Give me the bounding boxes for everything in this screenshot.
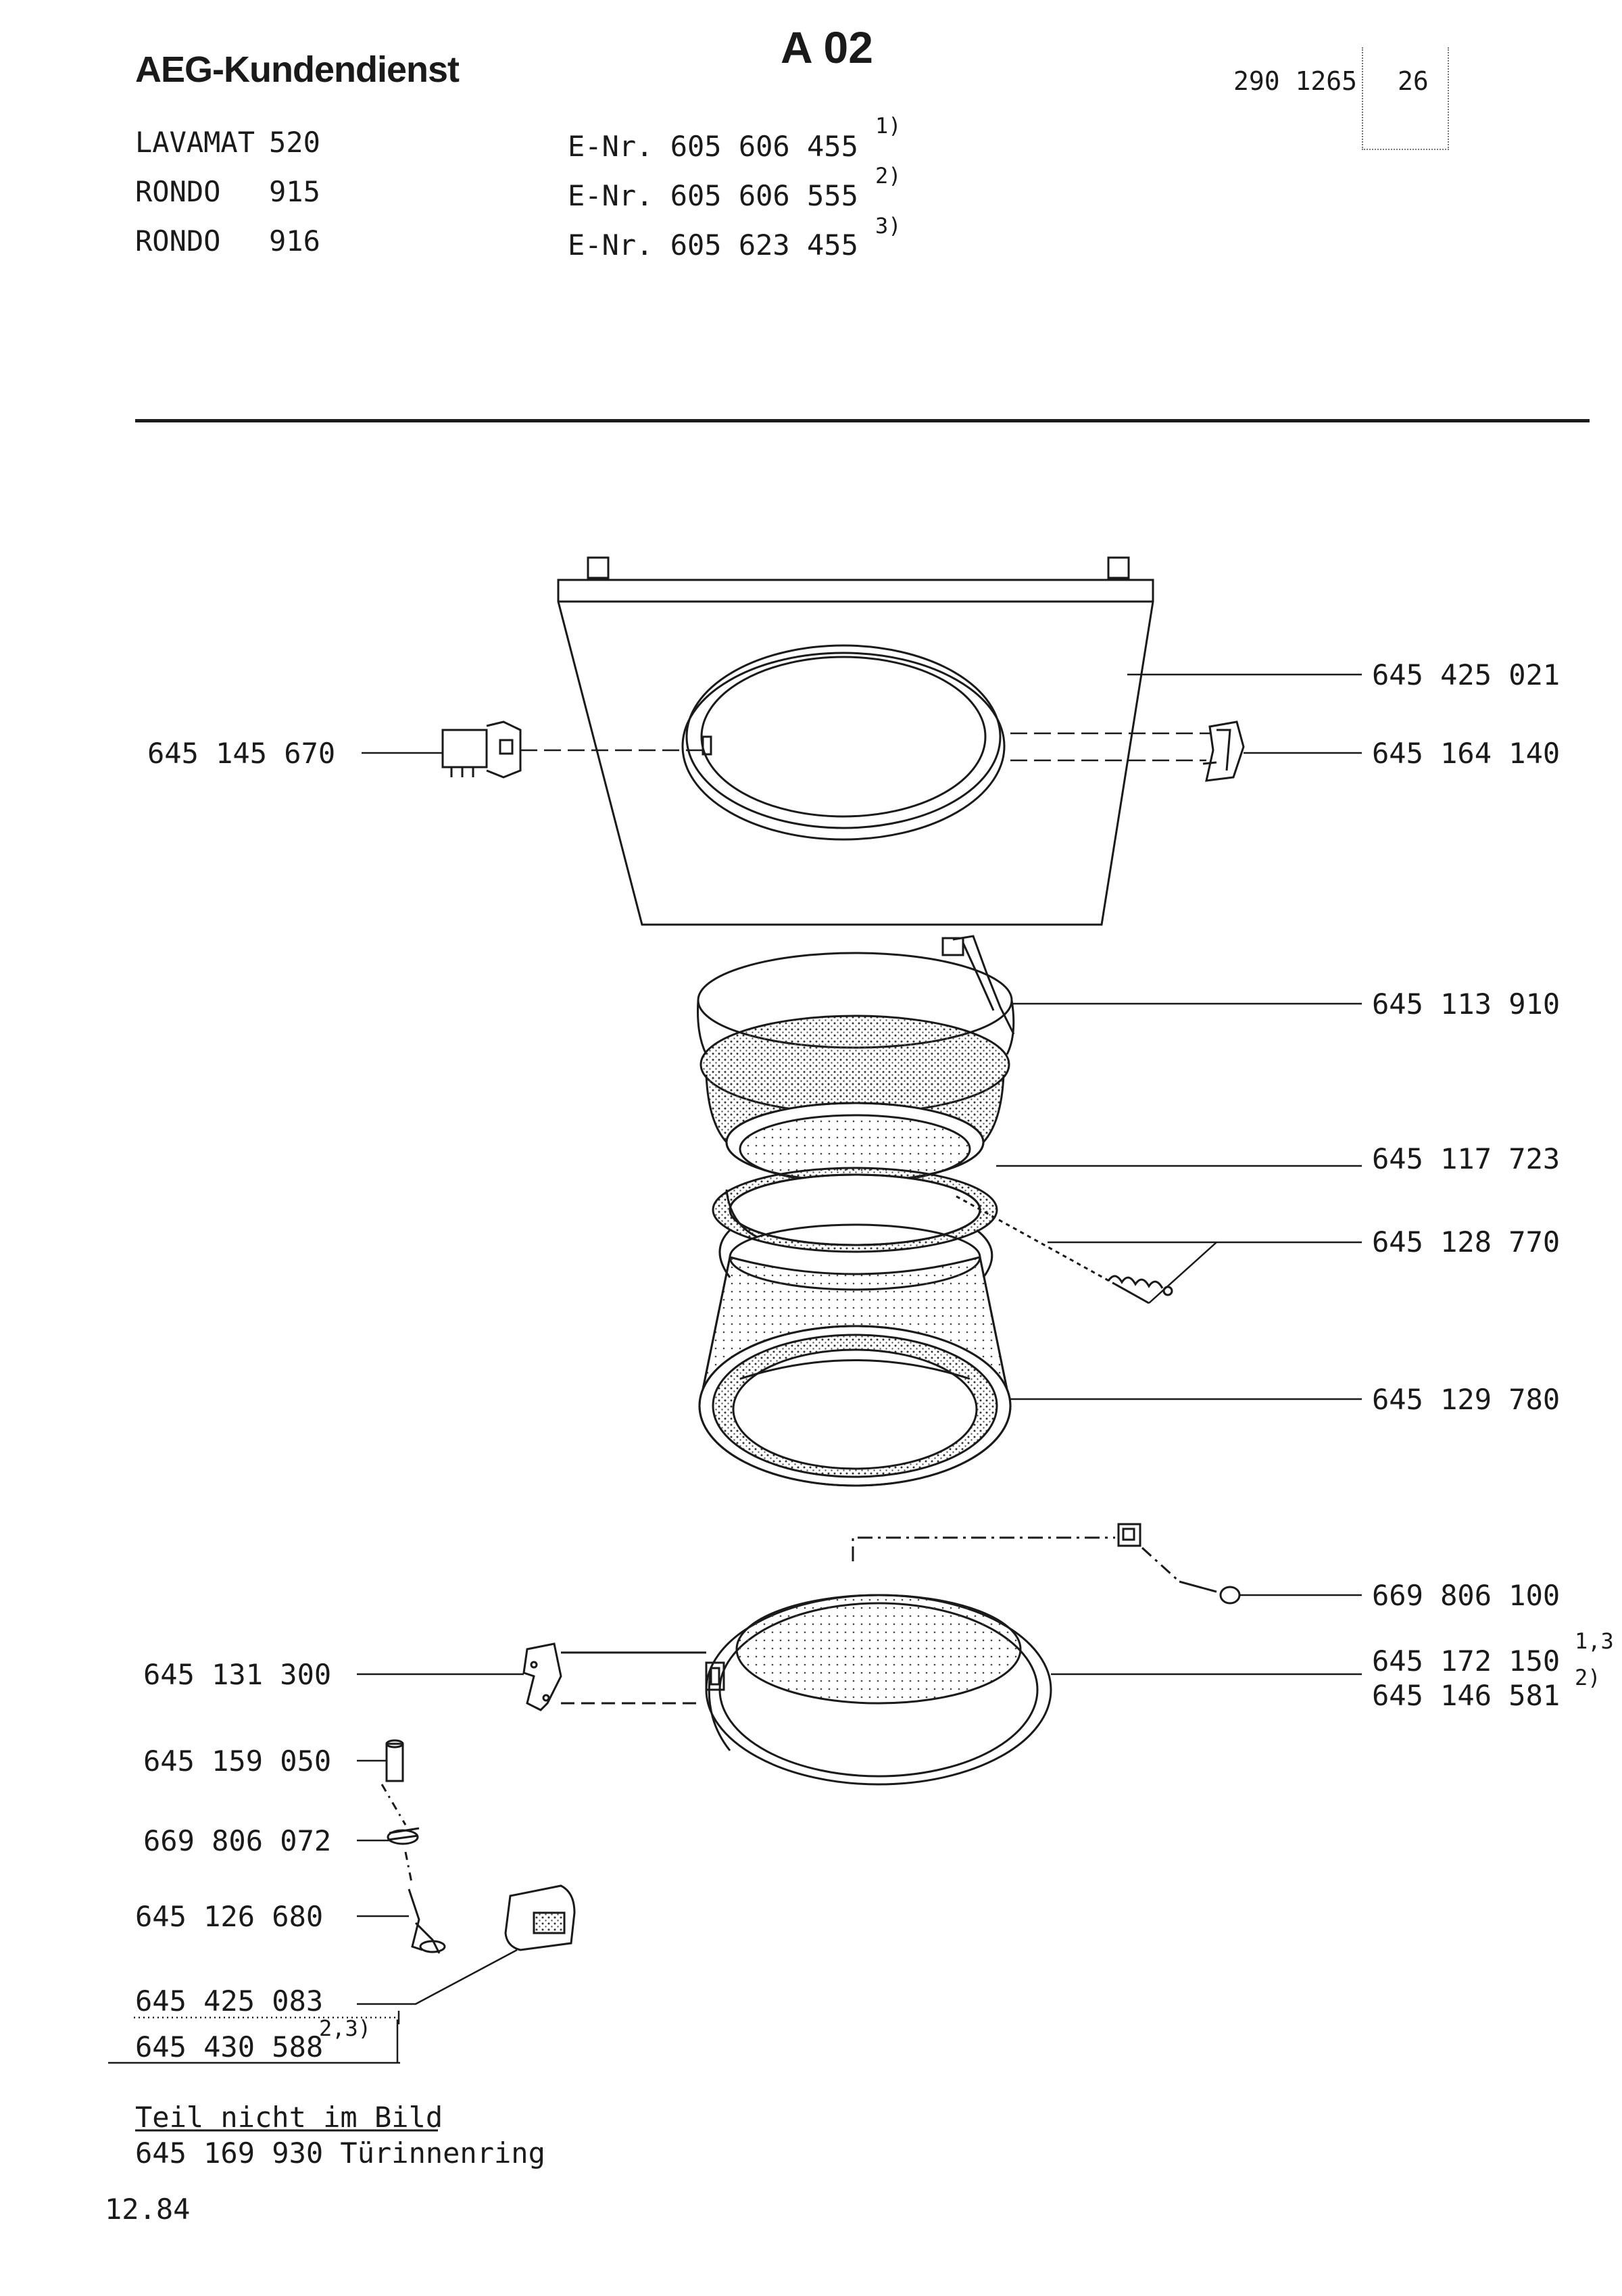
doc-number-box bbox=[1362, 47, 1449, 150]
small-parts-shape bbox=[380, 1739, 576, 1954]
label-handle-1: 645 425 083 bbox=[135, 1984, 324, 2018]
door-ring-shape bbox=[705, 1594, 1052, 1786]
label-hinge-bracket: 645 164 140 bbox=[1372, 737, 1560, 770]
label-handle-2: 645 430 588 bbox=[135, 2030, 324, 2063]
front-panel-shape bbox=[557, 556, 1154, 926]
label-door-ring-2-ref: 2) bbox=[1575, 1665, 1601, 1690]
model-enr-2: E-Nr. 605 606 555 bbox=[568, 179, 858, 212]
hinge-shape bbox=[522, 1642, 706, 1711]
label-door-ring-2: 645 146 581 bbox=[1372, 1679, 1560, 1712]
label-pin: 645 159 050 bbox=[143, 1744, 332, 1778]
issue-date: 12.84 bbox=[105, 2193, 191, 2226]
hinge-bracket-shape bbox=[1202, 720, 1245, 782]
label-hinge: 645 131 300 bbox=[143, 1658, 332, 1691]
doc-number-b: 26 bbox=[1398, 66, 1429, 96]
model-name-3: RONDO bbox=[135, 224, 221, 258]
header-rule bbox=[135, 419, 1590, 422]
seal-ring-shape bbox=[712, 1167, 998, 1253]
section-code: A 02 bbox=[781, 22, 873, 72]
label-front-panel: 645 425 021 bbox=[1372, 658, 1560, 691]
label-seal-ring: 645 117 723 bbox=[1372, 1142, 1560, 1175]
label-screw: 669 806 100 bbox=[1372, 1579, 1560, 1612]
screw-shape bbox=[852, 1523, 1241, 1605]
label-tension-spring: 645 128 770 bbox=[1372, 1225, 1560, 1259]
label-door-ring-1: 645 172 150 bbox=[1372, 1644, 1560, 1678]
label-door-seal-clamp: 645 113 910 bbox=[1372, 987, 1560, 1021]
model-ref-1: 1) bbox=[875, 113, 902, 139]
model-name-1: LAVAMAT bbox=[135, 126, 255, 159]
model-number-1: 520 bbox=[269, 126, 320, 159]
label-handle-2-ref: 2,3) bbox=[319, 2016, 372, 2041]
model-number-3: 916 bbox=[269, 224, 320, 258]
leader-lines bbox=[108, 673, 1362, 2064]
model-enr-3: E-Nr. 605 623 455 bbox=[568, 228, 858, 262]
door-seal-shape bbox=[697, 935, 1015, 1184]
label-inner-bowl: 645 129 780 bbox=[1372, 1383, 1560, 1416]
inner-bowl-shape bbox=[698, 1223, 1012, 1487]
model-ref-2: 2) bbox=[875, 163, 902, 189]
label-bolt: 645 126 680 bbox=[135, 1900, 324, 1933]
model-number-2: 915 bbox=[269, 175, 320, 208]
label-door-lock: 645 145 670 bbox=[147, 737, 336, 770]
label-spring-washer: 669 806 072 bbox=[143, 1824, 332, 1857]
door-lock-shape bbox=[441, 720, 522, 779]
model-ref-3: 3) bbox=[875, 213, 902, 239]
model-enr-1: E-Nr. 605 606 455 bbox=[568, 130, 858, 163]
label-door-ring-1-ref: 1,3 bbox=[1575, 1628, 1614, 1654]
model-name-2: RONDO bbox=[135, 175, 221, 208]
footnote-heading: Teil nicht im Bild bbox=[135, 2101, 443, 2134]
brand-title: AEG-Kundendienst bbox=[135, 49, 460, 90]
footnote-line: 645 169 930 Türinnenring bbox=[135, 2136, 545, 2170]
doc-number-a: 290 1265 bbox=[1233, 66, 1358, 96]
